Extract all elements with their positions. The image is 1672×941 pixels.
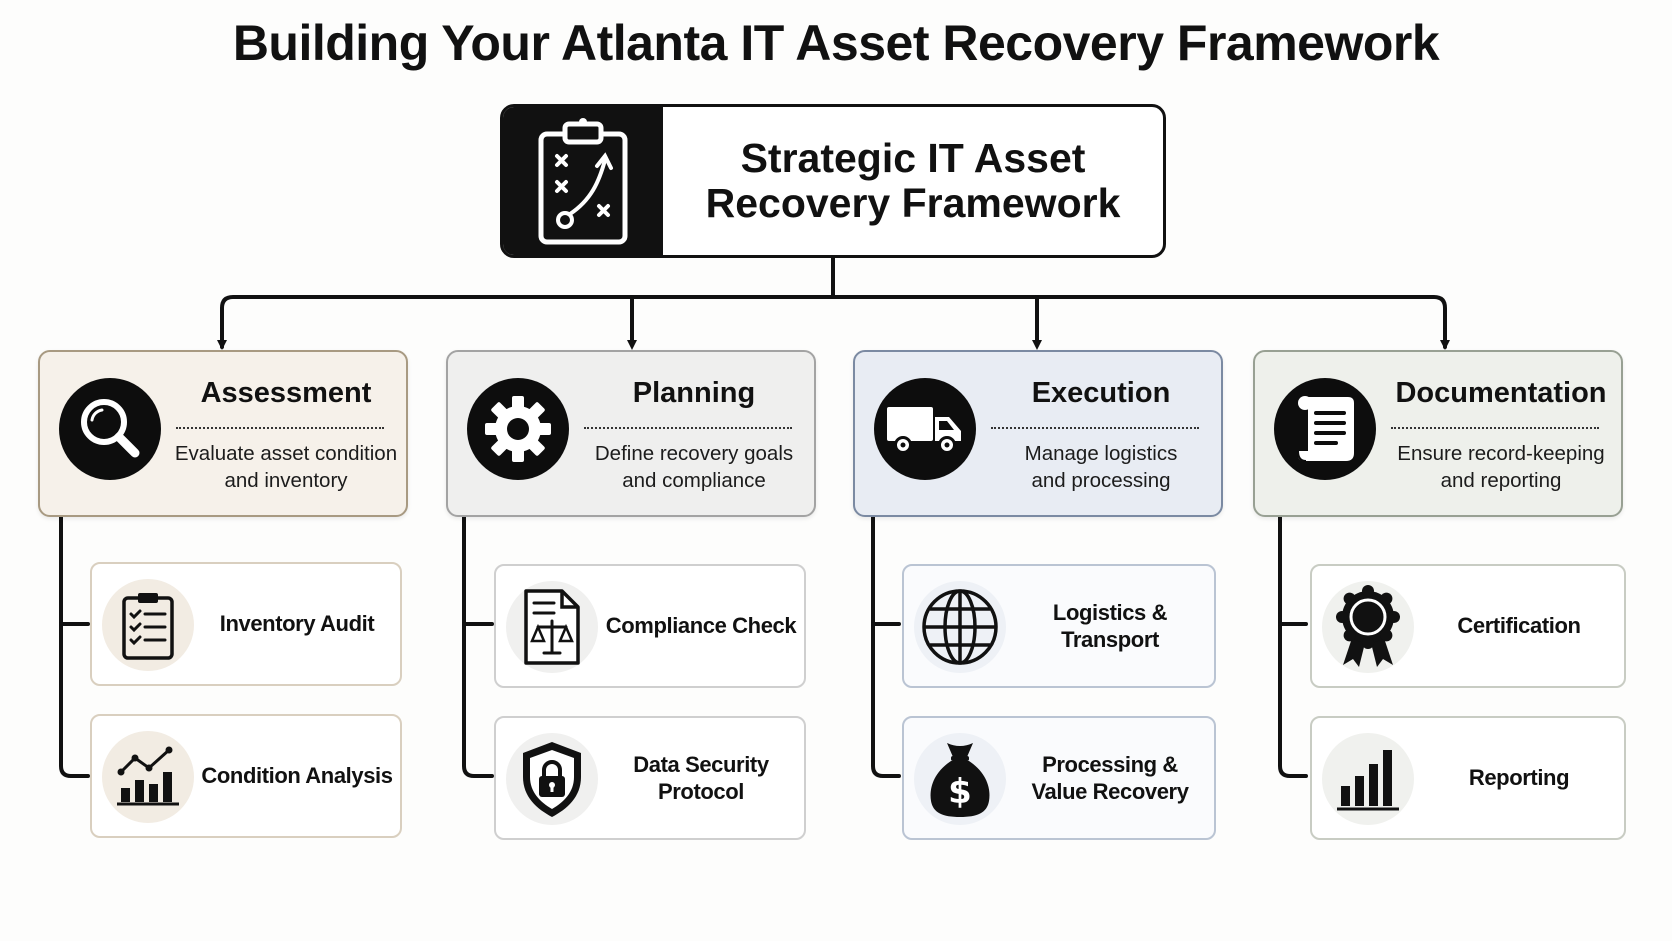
pillar-documentation: Documentation Ensure record-keeping and … [1253,350,1623,517]
step-certification: Certification [1310,564,1626,688]
svg-text:$: $ [948,772,972,812]
root-node: Strategic IT Asset Recovery Framework [500,104,1166,258]
truck-icon [874,378,976,480]
money-bag-icon: $ [914,733,1006,825]
award-badge-icon [1322,581,1414,673]
step-reporting: Reporting [1310,716,1626,840]
step-label: Condition Analysis [201,763,393,789]
step-label: Processing & Value Recovery [1031,751,1189,805]
bar-trend-chart-icon [102,731,194,823]
pillar-planning: Planning Define recovery goals and compl… [446,350,816,517]
step-label: Compliance Check [605,613,797,639]
dotted-divider [991,427,1199,429]
pillar-description: Evaluate asset condition and inventory [174,442,398,492]
pillar-description: Ensure record-keeping and reporting [1397,442,1605,492]
bar-chart-icon [1322,733,1414,825]
step-label: Inventory Audit [219,611,375,637]
clipboard-strategy-icon [503,107,663,255]
magnifier-icon [59,378,161,480]
gear-icon [467,378,569,480]
dotted-divider [176,427,384,429]
pillar-assessment: Assessment Evaluate asset condition and … [38,350,408,517]
dotted-divider [1391,427,1599,429]
shield-lock-icon [506,733,598,825]
step-processing-value-recovery: $ Processing & Value Recovery [902,716,1216,840]
globe-icon [914,581,1006,673]
pillar-title: Documentation [1395,377,1607,409]
step-compliance-check: Compliance Check [494,564,806,688]
pillar-title: Execution [1031,377,1171,409]
step-inventory-audit: Inventory Audit [90,562,402,686]
step-label: Data Security Protocol [633,751,769,805]
page-title: Building Your Atlanta IT Asset Recovery … [232,15,1440,71]
step-condition-analysis: Condition Analysis [90,714,402,838]
step-logistics-transport: Logistics & Transport [902,564,1216,688]
step-label: Logistics & Transport [1052,599,1168,653]
root-title: Strategic IT Asset Recovery Framework [705,134,1121,226]
dotted-divider [584,427,792,429]
checklist-icon [102,579,194,671]
pillar-description: Define recovery goals and compliance [594,442,794,492]
step-data-security-protocol: Data Security Protocol [494,716,806,840]
document-scales-icon [506,581,598,673]
pillar-title: Assessment [200,377,372,409]
step-label: Reporting [1468,765,1570,791]
step-label: Certification [1457,613,1581,639]
pillar-title: Planning [632,377,756,409]
pillar-execution: Execution Manage logistics and processin… [853,350,1223,517]
pillar-description: Manage logistics and processing [1024,442,1178,492]
scroll-icon [1274,378,1376,480]
